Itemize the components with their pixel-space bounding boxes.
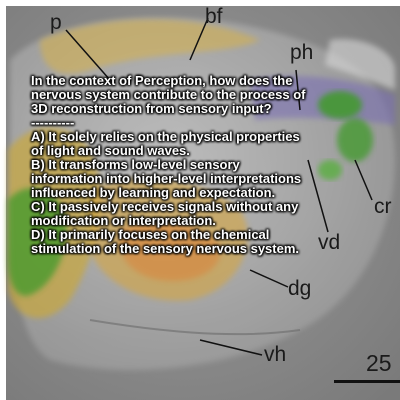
label-dg: dg [288, 277, 312, 300]
label-cr: cr [374, 195, 392, 218]
green-cluster-3 [318, 160, 342, 180]
leader-bf [189, 17, 209, 61]
leader-cr [354, 159, 373, 201]
scale-bar-label: 25 [366, 350, 392, 376]
left-green-mass [8, 188, 67, 296]
scale-bar [334, 380, 400, 383]
green-cluster-2 [337, 118, 373, 162]
question-overlay: In the context of Perception, how does t… [31, 74, 309, 256]
option-d: D) It primarily focuses on the chemical … [31, 227, 300, 256]
leader-dg [249, 269, 289, 288]
label-p: p [50, 11, 62, 34]
label-vh: vh [264, 343, 287, 366]
question-separator: ---------- [31, 115, 75, 130]
right-lobe [325, 39, 395, 90]
label-vd: vd [318, 231, 341, 254]
question-stem: In the context of Perception, how does t… [31, 73, 306, 116]
leader-vh [199, 339, 263, 356]
option-a: A) It solely relies on the physical prop… [31, 129, 300, 158]
option-c: C) It passively receives signals without… [31, 199, 299, 228]
leader-ph [295, 69, 301, 111]
leader-p [65, 29, 111, 81]
ventral-curve [89, 319, 301, 336]
dorsal-region [40, 19, 260, 74]
leader-vd [307, 159, 329, 233]
label-ph: ph [290, 41, 314, 64]
green-cluster-1 [318, 91, 362, 119]
label-bf: bf [205, 5, 223, 28]
option-b: B) It transforms low-level sensory infor… [31, 157, 302, 200]
central-orange [119, 221, 221, 281]
